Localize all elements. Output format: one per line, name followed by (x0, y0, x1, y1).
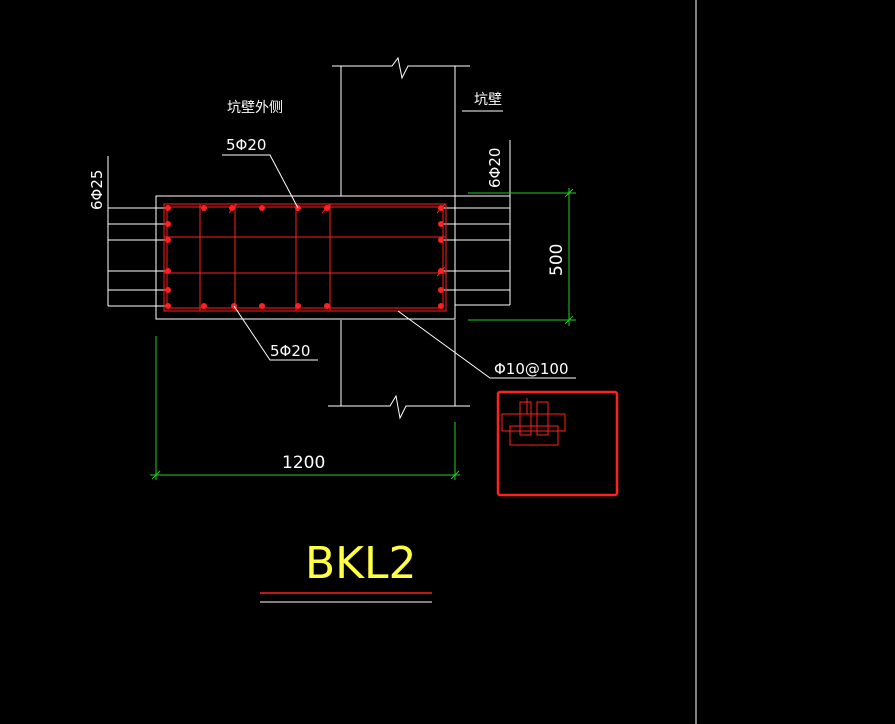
label-bottom-bars: 5Φ20 (270, 342, 310, 360)
stirrups (163, 203, 447, 312)
label-wall: 坑壁 (474, 92, 502, 108)
label-left-side-bars: 6Φ25 (88, 170, 106, 210)
drawing-title: BKL2 (305, 538, 417, 589)
column-outline (328, 56, 503, 420)
dimension-lines (150, 188, 576, 480)
rebar-dots (165, 205, 444, 309)
beam-section (155, 195, 511, 320)
label-right-side-bars: 6Φ20 (486, 148, 504, 188)
stirrup-detail-icon (501, 398, 566, 446)
label-top-bars: 5Φ20 (226, 136, 266, 154)
label-stirrups: Φ10@100 (494, 360, 569, 378)
right-side-bars (442, 140, 511, 291)
label-wall-outer-side: 坑壁外侧 (227, 100, 283, 116)
highlight-detail-box[interactable] (496, 390, 619, 497)
bar-hooks (228, 203, 446, 277)
dimension-height-text: 500 (547, 244, 567, 276)
dimension-width-text: 1200 (282, 453, 325, 473)
leader-lines (222, 154, 576, 379)
left-side-bars (107, 156, 166, 307)
